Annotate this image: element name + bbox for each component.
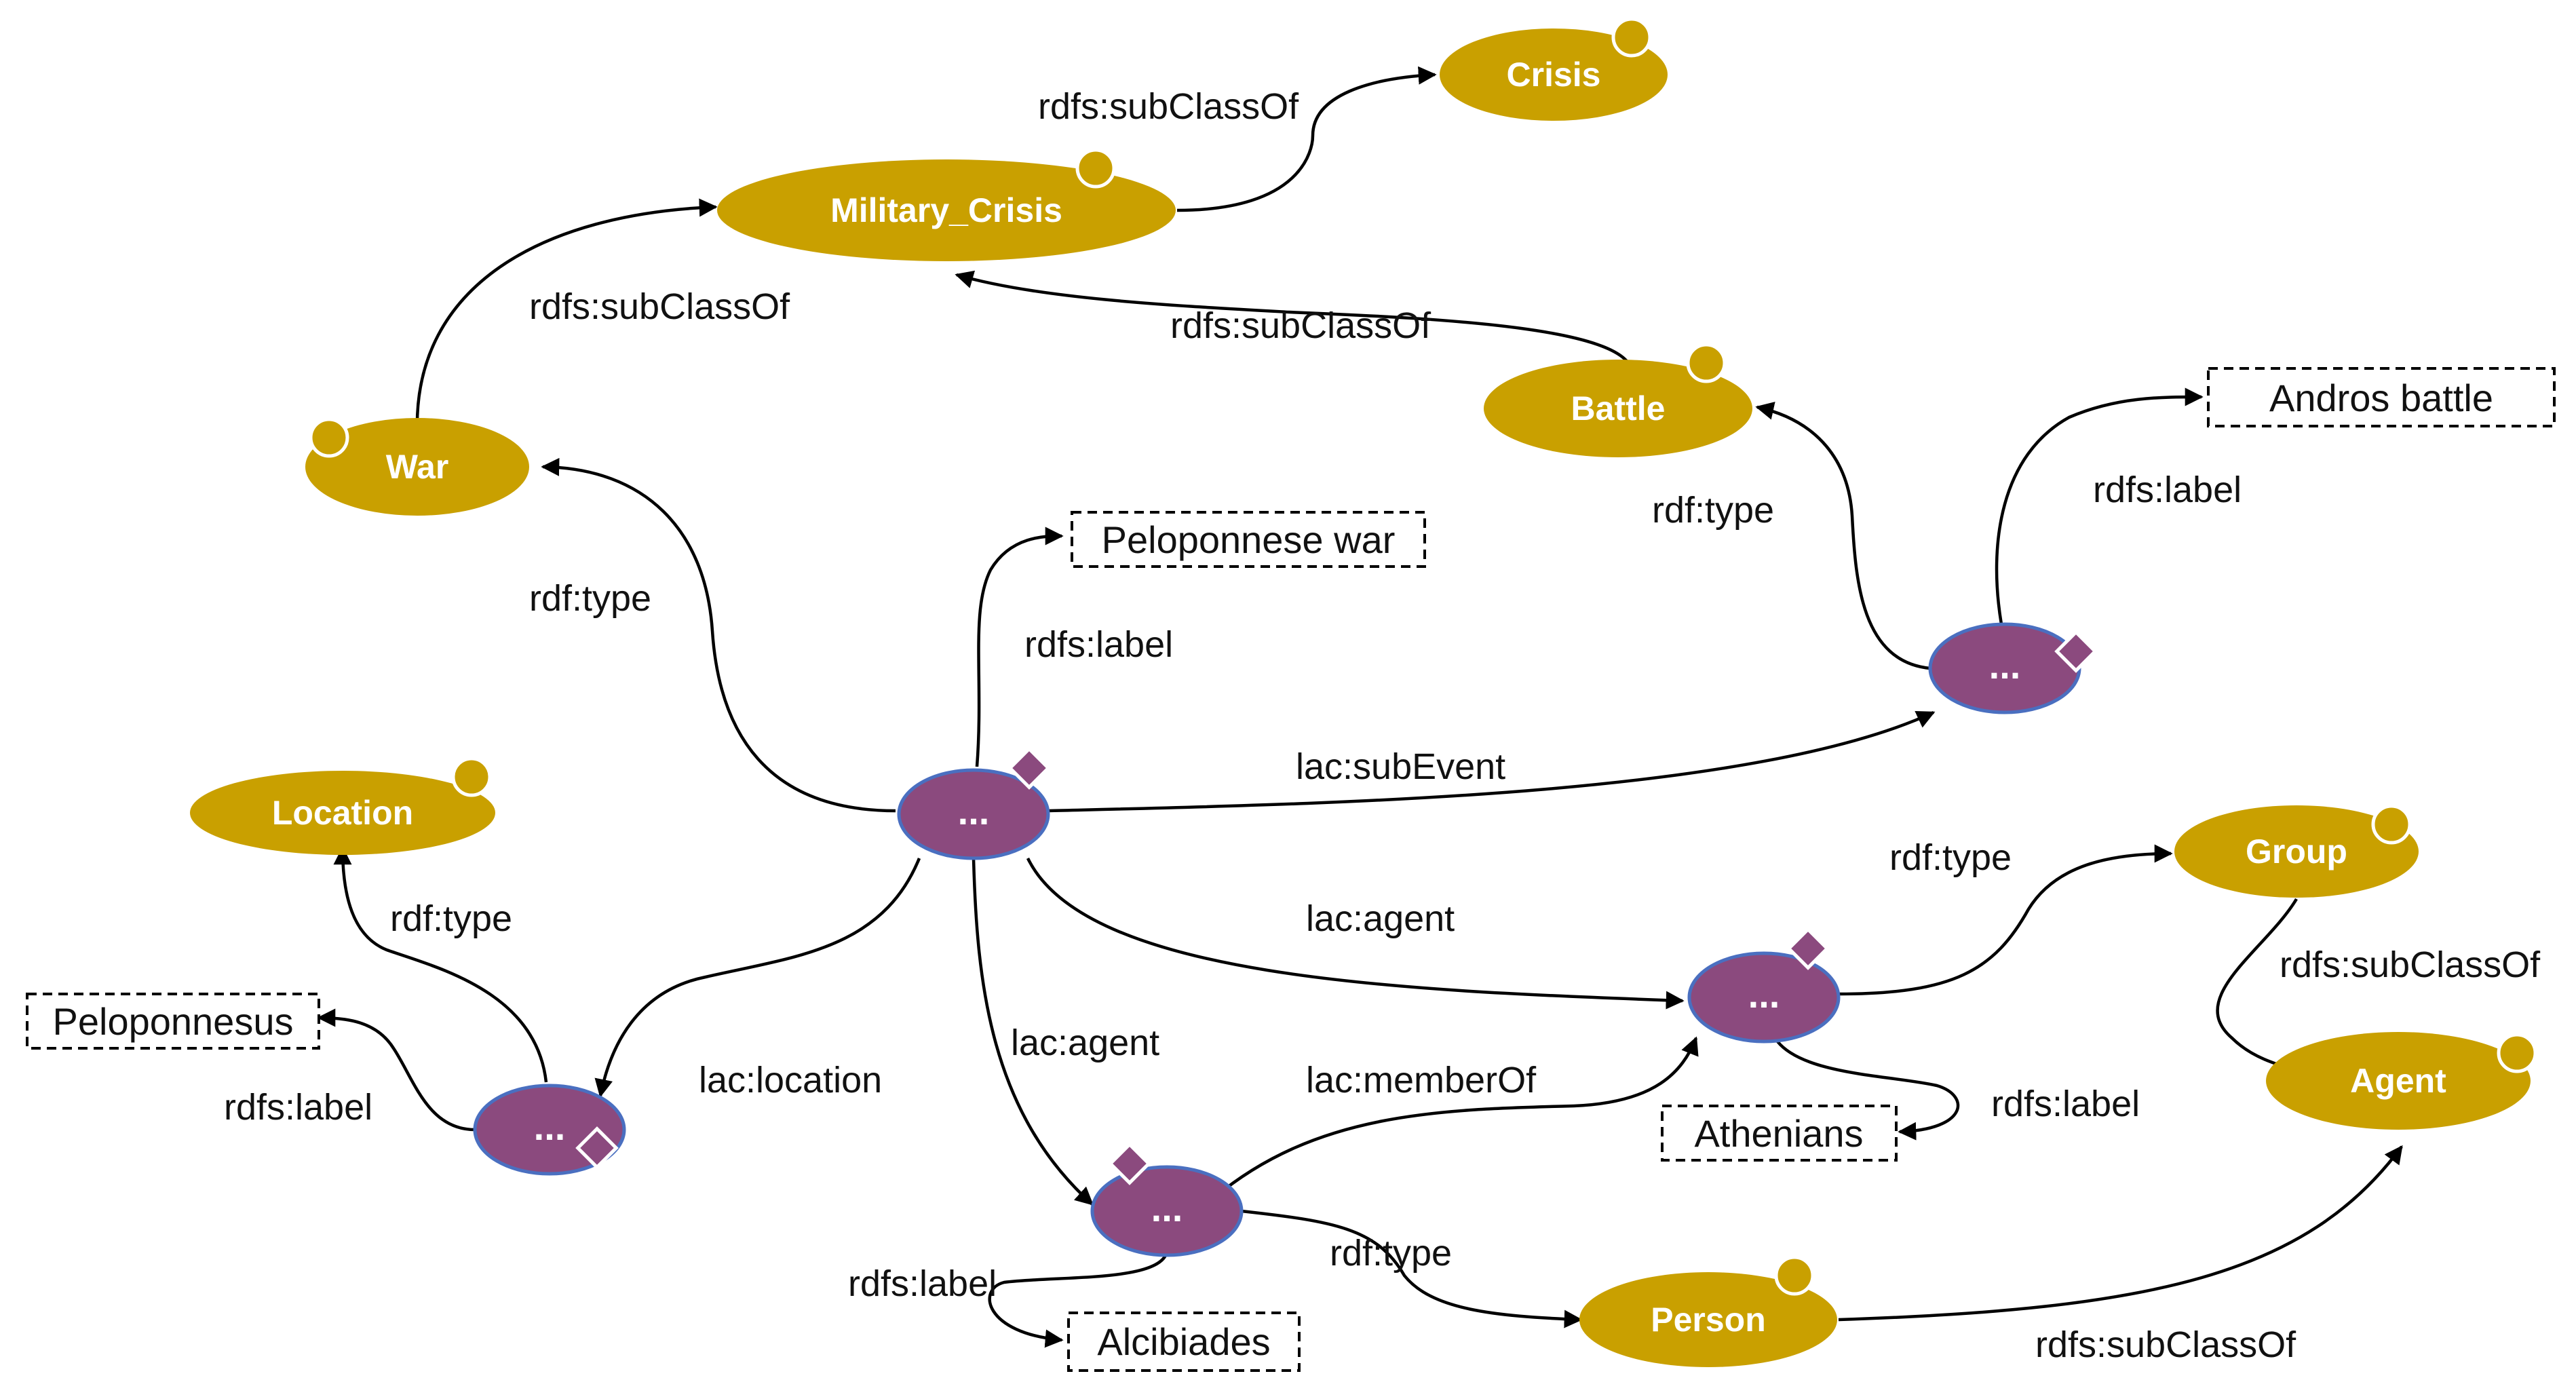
edge-athenians-label: [1776, 1040, 1960, 1141]
edge-agent-alcibiades: [972, 858, 1094, 1206]
edge-label-pw-label: rdfs:label: [1024, 624, 1173, 665]
edge-pelo-label: [317, 1008, 476, 1132]
edge-label-alc-label: rdfs:label: [848, 1263, 997, 1304]
edge-label-agent-alcibiades: lac:agent: [1011, 1022, 1159, 1063]
instance-nodes: ... ... ... ... ...: [473, 622, 2098, 1257]
edge-label-pelo-label: rdfs:label: [224, 1087, 372, 1128]
edge-alc-label: [988, 1251, 1169, 1348]
edge-label-andros-label: rdfs:label: [2093, 470, 2242, 510]
edge-mc-crisis: [1176, 66, 1437, 212]
edge-battle-mc: [955, 270, 1634, 370]
instance-node-andros-battle: ...: [1928, 622, 2098, 714]
edge-agent-athenians: [1026, 858, 1685, 1010]
class-nodes: Crisis Military_Crisis War Battle Locati…: [190, 17, 2537, 1367]
edge-label-group-type: rdf:type: [1889, 837, 2012, 878]
edge-label-sub-event: lac:subEvent: [1296, 746, 1505, 787]
literal-athenians: Athenians: [1661, 1105, 1898, 1162]
edge-war-mc: [415, 198, 718, 432]
edge-label-battle-type: rdf:type: [1652, 490, 1774, 531]
class-node-group: Group: [2174, 804, 2419, 898]
class-node-agent: Agent: [2266, 1032, 2537, 1130]
instance-label-peloponnese-war: ...: [958, 790, 990, 833]
edge-person-type: [1241, 1209, 1583, 1328]
edge-member-of: [1213, 1036, 1699, 1199]
instance-label-andros-battle: ...: [1989, 644, 2021, 687]
literal-boxes: Peloponnese war Andros battle Peloponnes…: [26, 367, 2556, 1372]
class-label-agent: Agent: [2350, 1062, 2446, 1100]
literal-label-peloponnesus: Peloponnesus: [53, 1000, 294, 1043]
class-label-group: Group: [2246, 833, 2347, 870]
edge-person-agent: [1838, 1145, 2403, 1322]
edge-sub-event: [1047, 710, 1936, 813]
edge-label-mc-crisis: rdfs:subClassOf: [1038, 86, 1299, 127]
literal-label-alcibiades: Alcibiades: [1097, 1320, 1270, 1363]
class-label-location: Location: [272, 794, 413, 832]
edge-labels: rdfs:subClassOf rdfs:subClassOf rdfs:sub…: [224, 86, 2541, 1365]
edge-label-location: lac:location: [699, 1060, 882, 1101]
literal-peloponnesus: Peloponnesus: [26, 993, 320, 1050]
edge-andros-label: [1995, 387, 2204, 625]
class-node-crisis: Crisis: [1440, 17, 1668, 121]
instance-label-athenians: ...: [1748, 973, 1780, 1016]
edge-label-person-agent: rdfs:subClassOf: [2035, 1324, 2296, 1365]
class-node-location: Location: [190, 757, 495, 855]
edge-group-agent: [2216, 898, 2305, 1077]
edge-label-war-mc: rdfs:subClassOf: [529, 286, 790, 327]
edge-group-type: [1838, 844, 2173, 996]
class-label-military-crisis: Military_Crisis: [830, 191, 1062, 229]
edge-label-athenians-label: rdfs:label: [1991, 1084, 2140, 1124]
class-node-war: War: [305, 417, 529, 516]
instance-node-alcibiades: ...: [1090, 1142, 1244, 1257]
edge-label-group-agent: rdfs:subClassOf: [2280, 944, 2541, 985]
edge-war-type: [541, 457, 896, 813]
edge-label-member-of: lac:memberOf: [1306, 1060, 1537, 1101]
literal-label-peloponnese-war: Peloponnese war: [1102, 518, 1396, 561]
class-node-person: Person: [1579, 1255, 1837, 1367]
edge-label-war-type: rdf:type: [529, 578, 651, 619]
instance-label-alcibiades: ...: [1151, 1187, 1183, 1229]
instance-node-athenians: ...: [1687, 927, 1841, 1044]
instance-label-peloponnesus: ...: [534, 1105, 566, 1148]
instance-node-peloponnese-war: ...: [897, 746, 1051, 860]
edge-label-person-type: rdf:type: [1330, 1233, 1452, 1274]
class-node-military-crisis: Military_Crisis: [717, 148, 1176, 261]
edge-location-type: [333, 846, 548, 1083]
instance-node-peloponnesus: ...: [473, 1084, 626, 1176]
edge-battle-type: [1755, 402, 1931, 670]
class-label-person: Person: [1651, 1301, 1766, 1339]
edges: [317, 66, 2403, 1348]
literal-alcibiades: Alcibiades: [1067, 1312, 1301, 1372]
literal-label-andros-battle: Andros battle: [2269, 377, 2493, 419]
literal-andros-battle: Andros battle: [2207, 367, 2556, 427]
edge-label-agent-athenians: lac:agent: [1306, 898, 1455, 939]
class-node-battle: Battle: [1484, 343, 1752, 457]
edge-label-location-type: rdf:type: [390, 898, 512, 939]
edge-pw-label: [975, 527, 1064, 767]
class-label-war: War: [386, 448, 449, 486]
edge-location: [594, 858, 921, 1098]
edge-label-battle-mc: rdfs:subClassOf: [1170, 305, 1431, 346]
class-label-battle: Battle: [1571, 389, 1666, 427]
class-label-crisis: Crisis: [1507, 56, 1601, 94]
literal-peloponnese-war: Peloponnese war: [1071, 511, 1426, 568]
literal-label-athenians: Athenians: [1694, 1112, 1863, 1155]
